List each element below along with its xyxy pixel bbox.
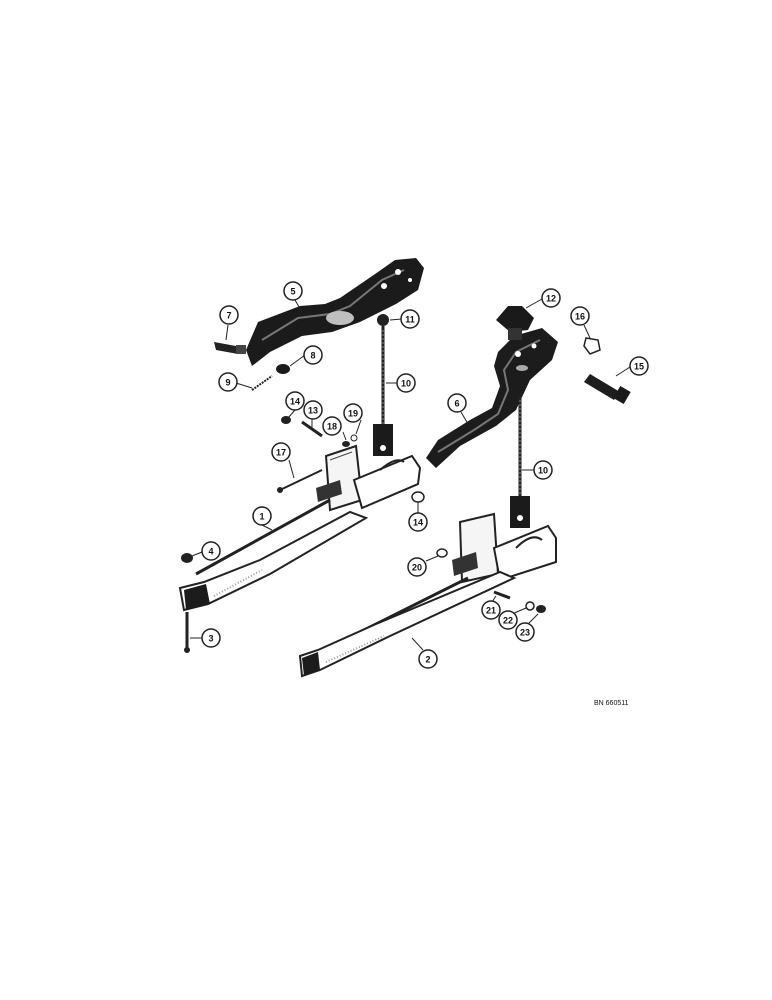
part-14-lower-nut: [411, 491, 425, 503]
part-5-upper-left-bar: [246, 258, 424, 366]
callout-label: 22: [503, 616, 513, 626]
callout-5: 5: [283, 281, 303, 301]
callout-label: 3: [208, 634, 213, 644]
callout-label: 10: [538, 466, 548, 476]
callout-17: 17: [271, 442, 291, 462]
callout-14-upper: 14: [285, 391, 305, 411]
part-19-washer: [350, 434, 358, 442]
part-6-upper-right-bar: [426, 328, 558, 468]
part-17-long-bolt: [277, 469, 323, 493]
callout-12: 12: [541, 288, 561, 308]
callout-18: 18: [322, 416, 342, 436]
part-15-large-bolt: [584, 374, 631, 405]
callout-label: 1: [259, 512, 264, 522]
callout-label: 13: [308, 406, 318, 416]
callout-15: 15: [629, 356, 649, 376]
callout-6: 6: [447, 393, 467, 413]
callout-7: 7: [219, 305, 239, 325]
callout-4: 4: [201, 541, 221, 561]
callout-label: 5: [290, 287, 295, 297]
part-10-left-rod: [373, 314, 393, 456]
callout-23: 23: [515, 622, 535, 642]
callout-label: 18: [327, 422, 337, 432]
callout-10-left: 10: [396, 373, 416, 393]
callout-label: 6: [454, 399, 459, 409]
callout-label: 10: [401, 379, 411, 389]
part-2-right-arm: [298, 512, 557, 678]
part-3-bolt: [184, 612, 190, 653]
callout-8: 8: [303, 345, 323, 365]
callout-label: 17: [276, 448, 286, 458]
callout-10-right: 10: [533, 460, 553, 480]
callout-22: 22: [498, 610, 518, 630]
callout-label: 15: [634, 362, 644, 372]
leader-lines: [190, 298, 631, 651]
callout-9: 9: [218, 372, 238, 392]
callout-2: 2: [418, 649, 438, 669]
callout-21: 21: [481, 600, 501, 620]
part-16-clip: [583, 337, 601, 355]
part-12-knob: [496, 306, 534, 340]
callout-14-lower: 14: [408, 512, 428, 532]
callout-16: 16: [570, 306, 590, 326]
part-13-pin: [301, 420, 323, 438]
part-20-nut: [436, 548, 448, 558]
part-14-upper-nut: [281, 416, 291, 424]
part-9-pin: [251, 375, 273, 391]
callout-label: 12: [546, 294, 556, 304]
callout-1: 1: [252, 506, 272, 526]
callout-13: 13: [303, 400, 323, 420]
callout-label: 16: [575, 312, 585, 322]
part-10-right-rod: [510, 396, 530, 528]
callout-label: 2: [425, 655, 430, 665]
callout-label: 14: [413, 518, 423, 528]
part-7-bolt: [214, 342, 246, 354]
part-1-left-arm: [178, 444, 422, 612]
part-8-nut: [276, 364, 290, 374]
callout-11: 11: [400, 309, 420, 329]
callout-label: 8: [310, 351, 315, 361]
callout-label: 9: [225, 378, 230, 388]
callout-label: 7: [226, 311, 231, 321]
callout-label: 21: [486, 606, 496, 616]
callout-20: 20: [407, 557, 427, 577]
callout-label: 23: [520, 628, 530, 638]
reference-code: BN 660511: [594, 700, 629, 707]
callout-3: 3: [201, 628, 221, 648]
callout-label: 11: [405, 315, 415, 325]
part-18-nut: [342, 441, 350, 447]
part-22-washer: [525, 601, 535, 611]
part-21-pin: [493, 590, 511, 600]
callout-label: 14: [290, 397, 300, 407]
callout-label: 19: [348, 409, 358, 419]
callout-label: 4: [208, 547, 213, 557]
part-23-nut: [536, 605, 546, 613]
part-4-nut: [181, 553, 193, 563]
callout-label: 20: [412, 563, 422, 573]
callout-19: 19: [343, 403, 363, 423]
